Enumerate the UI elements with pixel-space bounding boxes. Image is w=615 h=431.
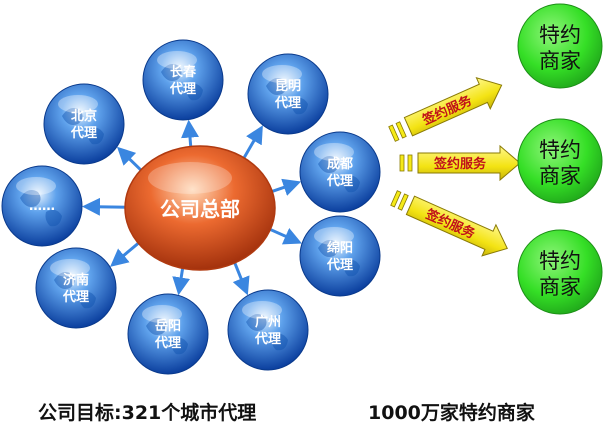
agent-city-label: 济南	[63, 272, 89, 288]
agent-role-label: 代理	[326, 173, 353, 189]
globe-icon	[35, 247, 117, 329]
merchant-label-top: 特约	[539, 23, 581, 47]
globe-icon	[127, 293, 209, 375]
goal-cities-caption: 公司目标:321个城市代理	[38, 402, 257, 424]
connector-arrow	[240, 125, 263, 163]
agent-role-label: 代理	[326, 257, 353, 273]
agent-role-label: 代理	[154, 335, 181, 351]
agent-city-label: 岳阳	[155, 319, 181, 334]
merchant-label-bottom: 商家	[539, 275, 581, 299]
agent-city-label: 绵阳	[327, 240, 353, 256]
globe-icon	[299, 131, 381, 213]
merchant-label-bottom: 商家	[539, 164, 581, 188]
service-label: 签约服务	[419, 92, 475, 129]
merchant-node: 特约商家	[517, 229, 603, 315]
globe-icon	[227, 289, 309, 371]
goal-merchants-caption: 1000万家特约商家	[368, 402, 535, 424]
connector-arrow	[231, 258, 250, 296]
service-label: 签约服务	[422, 206, 478, 243]
agent-city-label: 广州	[255, 314, 281, 330]
service-arrow: 签约服务	[388, 77, 503, 142]
service-arrow: 签约服务	[399, 144, 521, 182]
agent-city-label: 北京	[71, 108, 97, 124]
globe-icon	[142, 39, 224, 121]
agent-globes: 长春代理昆明代理成都代理绵阳代理广州代理岳阳代理济南代理……北京代理	[1, 39, 381, 375]
hub-node: 公司总部	[124, 145, 276, 271]
agent-role-label: 代理	[274, 95, 301, 111]
agent-city-label: ……	[29, 199, 55, 214]
merchant-node: 特约商家	[517, 118, 603, 204]
merchant-label-top: 特约	[539, 138, 581, 162]
globe-icon	[1, 165, 83, 247]
merchant-label-bottom: 商家	[539, 49, 581, 73]
globe-icon	[299, 215, 381, 297]
globe-icon	[43, 83, 125, 165]
agent-role-label: 代理	[169, 81, 196, 97]
agent-city-label: 成都	[327, 156, 353, 172]
hub-label: 公司总部	[160, 197, 240, 221]
merchant-label-top: 特约	[539, 249, 581, 273]
agent-city-label: 昆明	[275, 78, 301, 94]
service-label: 签约服务	[433, 156, 487, 172]
agent-node: ……	[1, 165, 83, 247]
agent-city-label: 长春	[170, 64, 197, 80]
service-arrow: 签约服务	[390, 190, 508, 257]
globe-icon	[247, 53, 329, 135]
agent-role-label: 代理	[70, 125, 97, 141]
merchant-node: 特约商家	[517, 3, 603, 89]
agent-role-label: 代理	[62, 289, 89, 305]
agent-role-label: 代理	[254, 331, 281, 347]
